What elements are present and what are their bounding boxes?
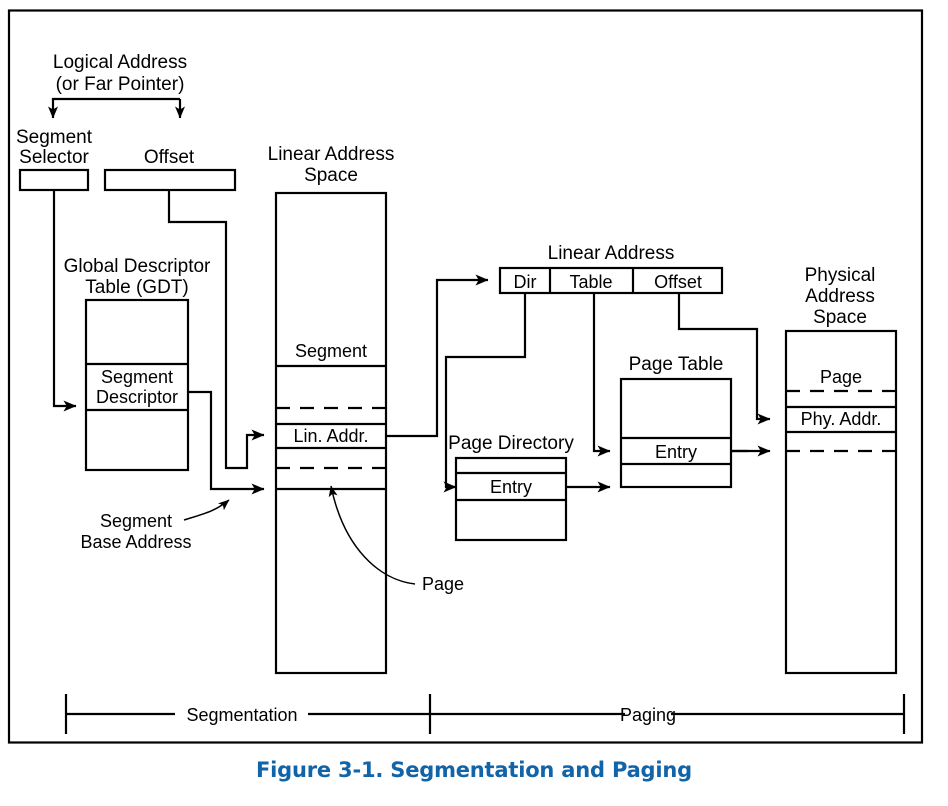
physical-page-cell-label: Page bbox=[820, 367, 862, 387]
las-label-line2: Space bbox=[304, 165, 358, 186]
segment-base-address-callout: Segment Base Address bbox=[80, 499, 230, 552]
gdt-label-line1: Global Descriptor bbox=[64, 256, 211, 277]
segment-base-address-line2: Base Address bbox=[80, 532, 191, 552]
pas-label-line3: Space bbox=[813, 307, 867, 328]
pas-label-line1: Physical bbox=[805, 265, 876, 286]
offset-label: Offset bbox=[144, 147, 195, 168]
physical-address-space-box bbox=[784, 329, 898, 675]
page-table-title: Page Table bbox=[629, 354, 724, 375]
logical-address-label: Logical Address (or Far Pointer) bbox=[53, 52, 187, 95]
segment-descriptor-line2: Descriptor bbox=[96, 387, 178, 407]
offset-box bbox=[103, 168, 237, 192]
linear-address-offset-label: Offset bbox=[654, 272, 702, 292]
page-table-group: Page Table Entry bbox=[619, 354, 733, 489]
table-to-page-table-connector bbox=[592, 293, 611, 457]
bracket-segmentation-label: Segmentation bbox=[186, 705, 297, 725]
selector-to-gdt-connector bbox=[52, 190, 77, 412]
page-directory-group: Page Directory Entry bbox=[448, 433, 574, 542]
offset-group: Offset bbox=[103, 147, 237, 192]
linear-address-title: Linear Address bbox=[548, 243, 675, 264]
linear-address-bar bbox=[498, 266, 724, 295]
descriptor-to-base-connector bbox=[188, 390, 265, 495]
offset-to-linear-connector bbox=[167, 190, 265, 470]
segment-selector-label-line1: Segment bbox=[16, 127, 93, 148]
segment-cell-label: Segment bbox=[295, 341, 367, 361]
lin-addr-to-linear-address-connector bbox=[386, 274, 489, 438]
page-table-box bbox=[619, 377, 733, 489]
page-callout-label: Page bbox=[422, 574, 464, 594]
segment-base-address-line1: Segment bbox=[100, 511, 172, 531]
linear-address-table-label: Table bbox=[569, 272, 612, 292]
page-callout-leader bbox=[328, 485, 416, 585]
segment-descriptor-line1: Segment bbox=[101, 367, 173, 387]
physical-address-space-group: Physical Address Space Page Phy. Addr. bbox=[784, 265, 898, 675]
page-directory-title: Page Directory bbox=[448, 433, 574, 454]
linear-address-space-group: Linear Address Space Segment Lin. Addr. bbox=[268, 144, 395, 675]
physical-phy-addr-cell-label: Phy. Addr. bbox=[801, 409, 882, 429]
figure-border bbox=[7, 9, 924, 744]
linear-address-dir-label: Dir bbox=[514, 272, 537, 292]
page-table-entry-label: Entry bbox=[655, 442, 697, 462]
figure-caption: Figure 3-1. Segmentation and Paging bbox=[256, 758, 692, 782]
segment-selector-box bbox=[18, 168, 90, 192]
gdt-box bbox=[84, 298, 190, 472]
segment-selector-group: Segment Selector bbox=[16, 127, 93, 192]
segment-base-address-leader bbox=[183, 499, 230, 521]
lin-addr-cell-label: Lin. Addr. bbox=[293, 426, 368, 446]
gdt-label-line2: Table (GDT) bbox=[85, 277, 188, 298]
bracket-paging-label: Paging bbox=[620, 705, 676, 725]
offset-to-physical-connector bbox=[677, 293, 771, 425]
linear-address-bar-group: Linear Address Dir Table Offset bbox=[498, 243, 724, 295]
page-callout-group: Page bbox=[328, 485, 464, 594]
bottom-brackets bbox=[64, 694, 906, 734]
page-directory-entry-label: Entry bbox=[490, 477, 532, 497]
segment-selector-label-line2: Selector bbox=[19, 147, 89, 168]
logical-address-line1: Logical Address bbox=[53, 52, 187, 73]
logical-address-line2: (or Far Pointer) bbox=[56, 74, 185, 95]
gdt-group: Global Descriptor Table (GDT) Segment De… bbox=[64, 256, 211, 472]
las-label-line1: Linear Address bbox=[268, 144, 395, 165]
pas-label-line2: Address bbox=[805, 286, 875, 307]
linear-address-space-box bbox=[274, 191, 388, 675]
logical-address-split-connector bbox=[48, 97, 185, 119]
dir-to-page-directory-connector bbox=[443, 293, 527, 493]
